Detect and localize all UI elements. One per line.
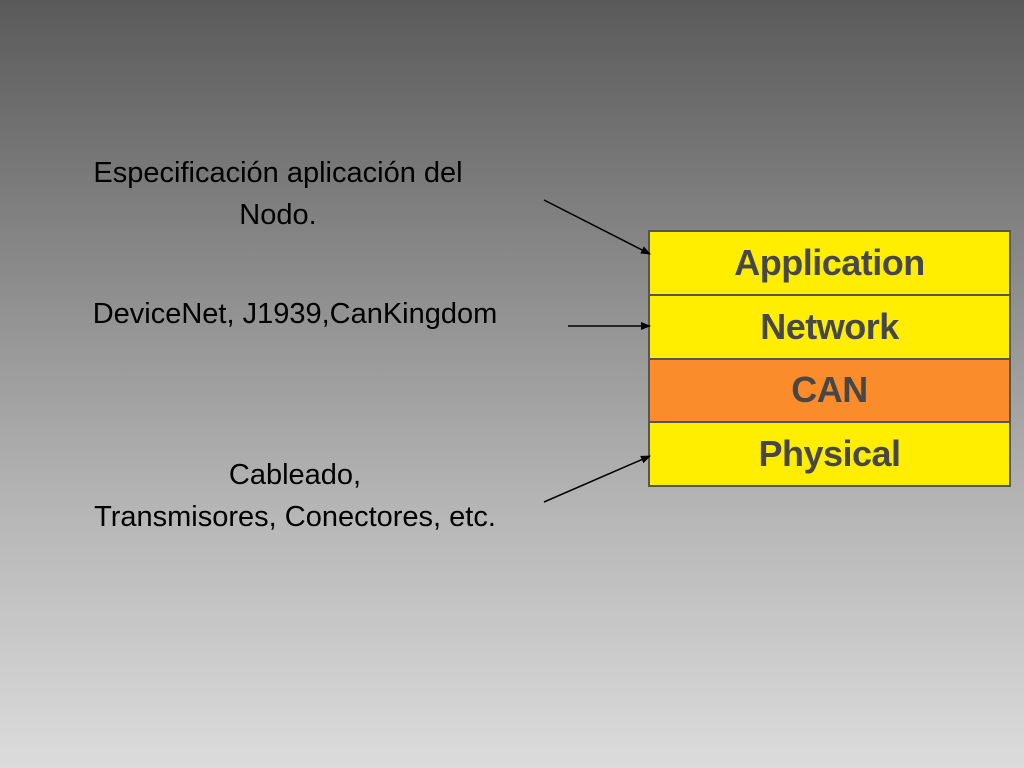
application-description: Especificación aplicación del Nodo. xyxy=(40,152,516,236)
layer-can: CAN xyxy=(650,359,1009,422)
layer-network: Network xyxy=(650,295,1009,358)
arrow-to-application xyxy=(543,199,651,255)
application-description-line-2: Nodo. xyxy=(239,199,317,231)
layer-stack: Application Network CAN Physical xyxy=(648,230,1011,487)
layer-physical: Physical xyxy=(650,423,1009,485)
layer-application: Application xyxy=(650,232,1009,294)
application-description-line-1: Especificación aplicación del xyxy=(93,157,463,189)
physical-description-line-2: Transmisores, Conectores, etc. xyxy=(94,501,496,533)
arrow-to-physical xyxy=(543,455,651,503)
physical-description-line-1: Cableado, xyxy=(228,459,362,491)
physical-description: Cableado, Transmisores, Conectores, etc. xyxy=(40,454,550,538)
network-description: DeviceNet, J1939,CanKingdom xyxy=(92,298,498,330)
